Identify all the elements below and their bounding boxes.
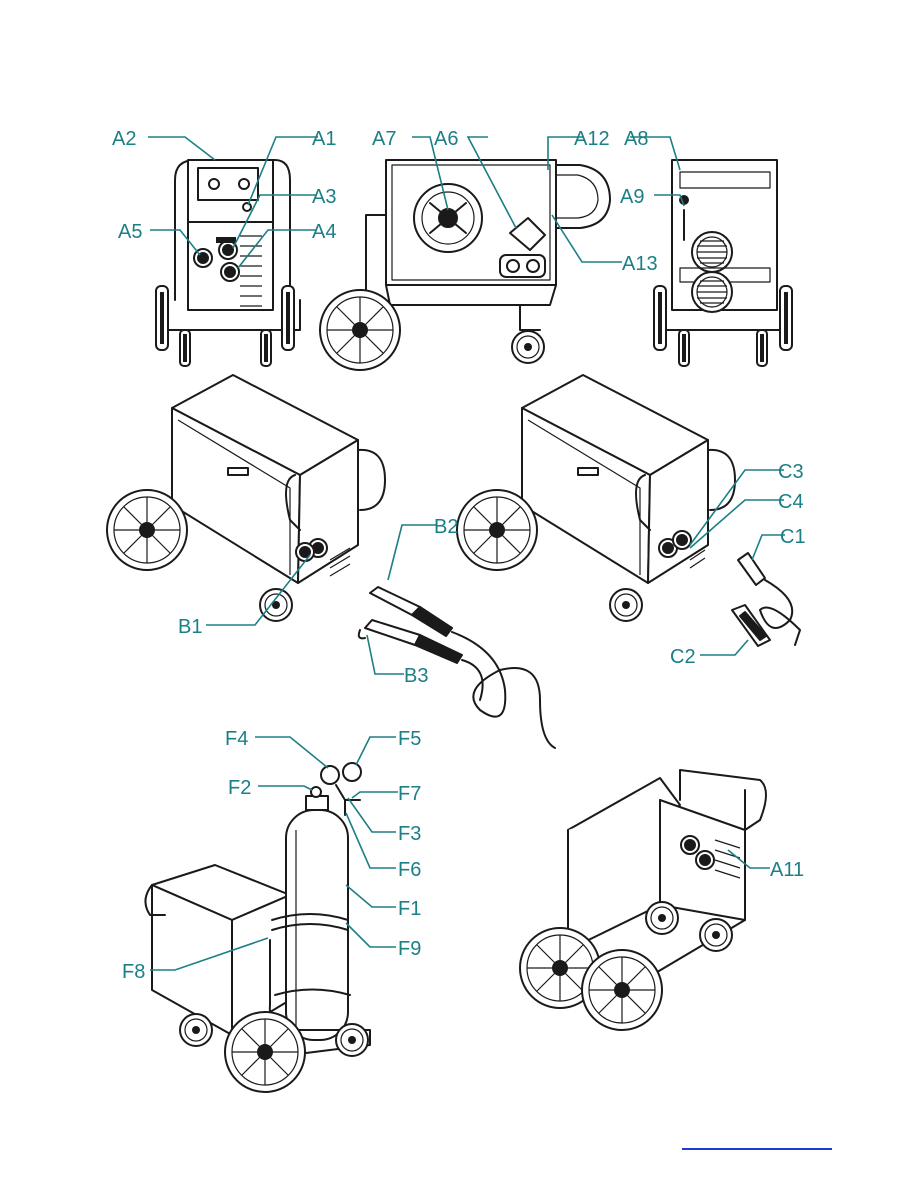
label-a2: A2 <box>112 128 136 150</box>
gas-cylinder-machine <box>144 762 371 1093</box>
iso-view-machine-torch <box>106 374 386 622</box>
label-a9: A9 <box>620 186 644 208</box>
label-a13: A13 <box>622 253 658 275</box>
work-clamps <box>731 552 801 647</box>
label-a7: A7 <box>372 128 396 150</box>
callout-labels: A2 A1 A3 A4 A5 A7 A6 A12 A13 A8 A9 B1 B2… <box>112 128 806 983</box>
welding-torch <box>357 586 556 749</box>
label-f8: F8 <box>122 961 145 983</box>
front-view-machine <box>155 159 301 367</box>
label-a1: A1 <box>312 128 336 150</box>
label-f4: F4 <box>225 728 248 750</box>
label-f3: F3 <box>398 823 421 845</box>
label-a11: A11 <box>770 859 804 881</box>
label-b3: B3 <box>404 665 428 687</box>
label-f9: F9 <box>398 938 421 960</box>
leader-lines <box>148 136 785 971</box>
label-c1: C1 <box>780 526 806 548</box>
label-f2: F2 <box>228 777 251 799</box>
iso-view-machine-clamps <box>456 374 736 622</box>
iso-view-machine-open <box>519 769 767 1031</box>
label-f7: F7 <box>398 783 421 805</box>
label-a8: A8 <box>624 128 648 150</box>
label-a4: A4 <box>312 221 336 243</box>
label-f5: F5 <box>398 728 421 750</box>
label-a5: A5 <box>118 221 142 243</box>
label-a6: A6 <box>434 128 458 150</box>
label-a12: A12 <box>574 128 610 150</box>
label-f6: F6 <box>398 859 421 881</box>
footer-link-underline[interactable] <box>682 1148 832 1150</box>
label-a3: A3 <box>312 186 336 208</box>
label-b2: B2 <box>434 516 458 538</box>
side-view-machine <box>319 159 611 371</box>
label-f1: F1 <box>398 898 421 920</box>
label-b1: B1 <box>178 616 202 638</box>
label-c3: C3 <box>778 461 804 483</box>
rear-view-machine <box>653 159 793 367</box>
label-c2: C2 <box>670 646 696 668</box>
label-c4: C4 <box>778 491 804 513</box>
